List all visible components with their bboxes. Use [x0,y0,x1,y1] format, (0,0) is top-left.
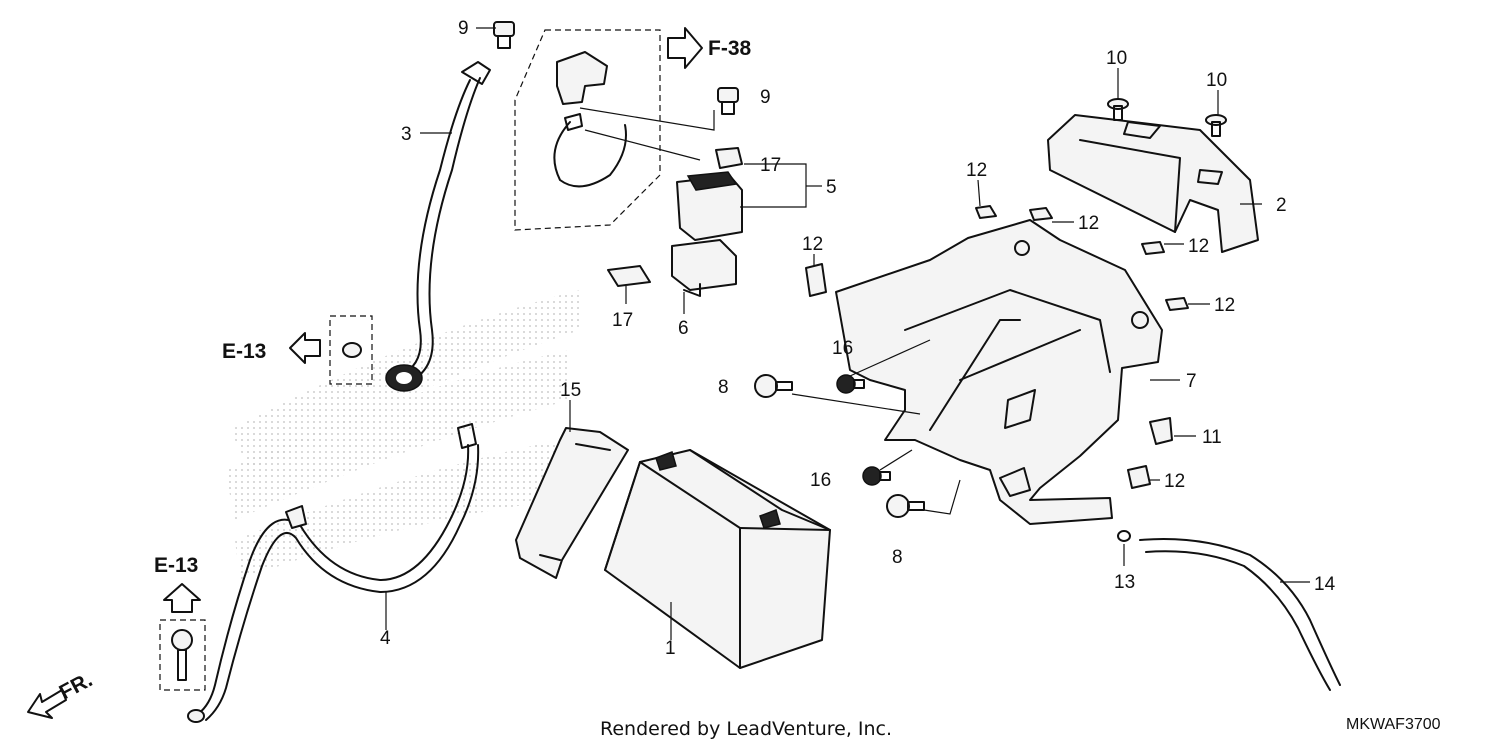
battery [604,449,831,669]
callout-12-a: 12 [966,160,987,181]
callout-2: 2 [1276,195,1287,216]
bolt-16-upper [836,374,865,394]
callout-13: 13 [1114,572,1135,593]
callout-8-upper: 8 [718,377,729,398]
ref-f38: F-38 [708,37,752,60]
callout-10-right: 10 [1206,70,1227,91]
callout-15: 15 [560,380,581,401]
callout-6: 6 [678,318,689,339]
callout-12-b: 12 [1078,213,1099,234]
clip-11 [1149,417,1173,445]
callout-12-e: 12 [1214,295,1235,316]
washer-13 [1117,530,1131,542]
battery-negative-cable [187,423,480,723]
bolt-9-top [493,21,515,49]
leader-lines [385,27,1310,640]
callout-16-lower: 16 [810,470,831,491]
callout-17-bottom: 17 [612,310,633,331]
callout-9-mid: 9 [760,87,771,108]
callout-16-upper: 16 [832,338,853,359]
clip-12-d [1141,241,1165,255]
diagram-code: MKWAF3700 [1346,716,1441,733]
callout-7: 7 [1186,371,1197,392]
screw-10-right [1205,114,1227,137]
clip-12-b [1029,207,1053,221]
callout-8-lower: 8 [892,547,903,568]
f38-ref-arrow [667,27,703,69]
battery-case [835,219,1163,525]
clip-12-f [1127,465,1151,489]
callout-3: 3 [401,124,412,145]
callout-17-top: 17 [760,155,781,176]
relay-cover [671,239,737,297]
footer-rendered-by: Rendered by LeadVenture, Inc. [600,718,893,740]
battery-positive-cable [385,61,491,392]
callout-4: 4 [380,628,391,649]
callout-12-f: 12 [1164,471,1185,492]
callout-11: 11 [1202,427,1222,448]
bolt-8-lower [886,494,925,518]
screw-10-left [1107,98,1129,121]
e13-left-group [289,315,373,385]
clip-12-a [975,205,997,219]
callout-9-top: 9 [458,18,469,39]
clip-12-e [1165,297,1189,311]
callout-14: 14 [1314,574,1336,595]
e13-bottom-group [159,583,206,691]
ref-e13-left: E-13 [222,340,266,363]
bolt-16-lower [862,466,891,486]
starter-relay [676,171,743,241]
callout-12-c: 12 [802,234,823,255]
callout-1: 1 [665,638,676,659]
bolt-8-upper [754,374,793,398]
callout-5: 5 [826,177,837,198]
drain-tube [1139,538,1341,691]
callout-12-d: 12 [1188,236,1209,257]
clip-12-c [805,263,827,297]
fuse-17-bottom [607,265,651,287]
ref-e13-bottom: E-13 [154,554,198,577]
callout-10-left: 10 [1106,48,1127,69]
battery-cover [1047,114,1259,253]
starter-relay-subgroup [514,29,739,231]
ref-front: FR. [56,668,97,704]
fuse-17-top [715,147,743,169]
front-arrow [27,689,67,719]
battery-band [515,427,629,579]
